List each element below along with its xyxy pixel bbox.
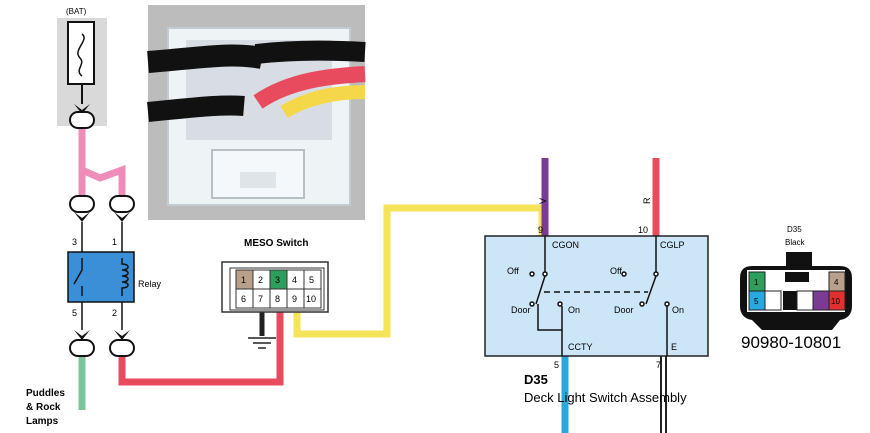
relay: 3 1 5 2 Relay	[67, 195, 162, 357]
photo-red-wire	[253, 66, 366, 109]
connector-pin-5-label: 5	[754, 297, 759, 306]
connector-color-label: Black	[785, 238, 806, 247]
connector-pin-empty	[796, 290, 814, 311]
meso-pin-7: 7	[258, 294, 263, 304]
relay-contact-icon	[73, 258, 83, 296]
photo-black-wire-1	[147, 44, 265, 73]
terminal-cglp: CGLP	[660, 240, 685, 250]
meso-switch: MESO Switch 1 2 3 4 5 6 7 8 9 10	[221, 238, 329, 349]
meso-pin-4: 4	[292, 275, 297, 285]
fuse-block: (BAT)	[57, 7, 107, 129]
fuse-terminal	[69, 111, 95, 129]
ground-icon	[248, 337, 276, 349]
relay-arrow-icon-bottom	[74, 330, 130, 340]
connector-photo	[147, 5, 366, 220]
meso-pin-10: 10	[306, 294, 316, 304]
position-door-right: Door	[614, 305, 634, 315]
relay-pin-2: 2	[112, 308, 117, 318]
meso-pin-8: 8	[275, 294, 280, 304]
position-off-right: Off	[610, 266, 622, 276]
photo-black-wire-2	[147, 95, 245, 122]
assembly-body	[484, 235, 709, 357]
lamps-label-line-2: & Rock	[26, 402, 61, 413]
relay-terminal-3	[69, 195, 95, 213]
assembly-code: D35	[524, 372, 548, 387]
relay-leads-top	[81, 222, 123, 252]
red-wire-relay-to-meso	[118, 312, 284, 386]
connector-pin-10-label: 10	[831, 297, 840, 306]
meso-pin-5: 5	[309, 275, 314, 285]
meso-pin-2: 2	[258, 275, 263, 285]
fuse-label: (BAT)	[66, 7, 87, 16]
switch-contacts	[529, 236, 670, 356]
lamps-label: Puddles & Rock Lamps	[26, 388, 65, 427]
connector-pin-black	[783, 291, 797, 310]
lamps-label-line-1: Puddles	[26, 388, 65, 399]
relay-leads-bottom	[81, 302, 123, 330]
meso-pin-3: 3	[275, 275, 280, 285]
lamps-label-line-3: Lamps	[26, 416, 59, 427]
terminal-e: E	[671, 342, 677, 352]
position-door-left: Door	[511, 305, 531, 315]
relay-terminal-1	[109, 195, 135, 213]
terminal-cgon: CGON	[552, 240, 579, 250]
relay-coil-icon	[121, 258, 129, 296]
connector-pin-1-label: 1	[754, 278, 759, 287]
assembly-pin-7: 7	[656, 360, 661, 370]
relay-pin-1: 1	[112, 237, 117, 247]
deck-light-switch-assembly: V R 9 10 CGON CGLP Off Off Door On	[484, 197, 709, 405]
connector-key	[785, 272, 809, 282]
connector-pin-purple	[812, 290, 830, 311]
meso-pin-9: 9	[292, 294, 297, 304]
relay-pin-5: 5	[72, 308, 77, 318]
assembly-pin-9: 9	[538, 225, 543, 235]
connector-pin-4-label: 4	[834, 278, 839, 287]
wire-color-r: R	[642, 197, 652, 204]
fuse-element	[77, 33, 85, 77]
assembly-pin-5: 5	[554, 360, 559, 370]
meso-title: MESO Switch	[244, 238, 308, 249]
photo-black-wire-3	[254, 40, 366, 64]
relay-arrow-icon	[74, 212, 130, 222]
black-wire-pin7	[660, 356, 667, 433]
position-off-left: Off	[507, 266, 519, 276]
meso-pin-1: 1	[241, 275, 246, 285]
position-on-left: On	[568, 305, 580, 315]
connector-latch-slot	[240, 172, 276, 188]
meso-pins: 1 2 3 4 5 6 7 8 9 10	[235, 269, 322, 309]
assembly-name: Deck Light Switch Assembly	[524, 390, 687, 405]
relay-pin-3: 3	[72, 237, 77, 247]
photo-yellow-wire	[280, 85, 366, 119]
relay-terminal-5	[69, 339, 95, 357]
d35-connector: D35 Black 1 5 4 10 90980-10801	[740, 225, 852, 352]
assembly-pin-10: 10	[638, 225, 648, 235]
relay-terminal-2	[109, 339, 135, 357]
pink-wire-fuse-to-relay	[78, 128, 126, 198]
position-on-right: On	[672, 305, 684, 315]
meso-pin-6: 6	[241, 294, 246, 304]
relay-body	[67, 251, 135, 303]
terminal-ccty: CCTY	[568, 342, 593, 352]
wires	[78, 128, 667, 433]
relay-label: Relay	[138, 279, 162, 289]
connector-code: D35	[787, 225, 802, 234]
meso-pin-cell	[303, 288, 322, 309]
connector-pin-empty	[764, 290, 782, 311]
connector-part-number: 90980-10801	[741, 333, 841, 352]
wire-color-v: V	[538, 198, 548, 204]
